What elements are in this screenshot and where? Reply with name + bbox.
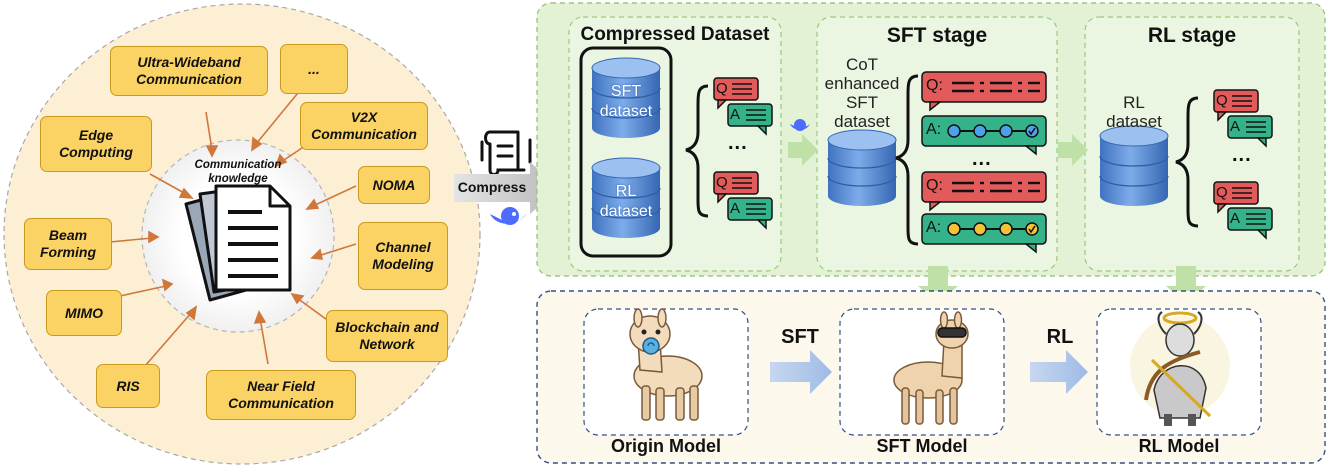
rl-arrow [1030, 350, 1088, 394]
q-letter: Q [716, 174, 728, 191]
q-letter: Q: [926, 177, 943, 194]
rl-model-label: RL Model [1138, 436, 1220, 456]
topic-v2x: V2X Communication [300, 102, 428, 150]
chat-bubbles-sft [921, 71, 1047, 254]
rl-arrow-label: RL [1046, 326, 1074, 348]
q-letter: Q [1216, 92, 1228, 109]
topic-edge-computing: Edge Computing [40, 116, 152, 172]
compress-label: Compress [457, 179, 527, 195]
sft-dataset-label: SFT dataset [599, 83, 653, 120]
sft-model-label: SFT Model [876, 436, 968, 456]
rl-dataset-cylinder [591, 157, 661, 238]
topic-ultra-wideband: Ultra-Wideband Communication [110, 46, 268, 96]
rl-dataset-label: RL dataset [599, 183, 653, 220]
bubble-lines-rl [1232, 95, 1266, 225]
a-letter: A [730, 200, 741, 217]
document-stack-icon [184, 184, 292, 302]
origin-model-label: Origin Model [611, 436, 721, 456]
q-letter: Q [1216, 184, 1228, 201]
topic-beam-forming: Beam Forming [24, 218, 112, 270]
q-letter: Q [716, 80, 728, 97]
cot-sft-dataset-label: CoT enhanced SFT dataset [824, 55, 900, 131]
a-letter: A [1230, 118, 1241, 135]
ellipsis: ... [728, 132, 748, 154]
communication-knowledge-label: Communication knowledge [194, 159, 282, 185]
topic-near-field: Near Field Communication [206, 370, 356, 420]
topic-channel-modeling: Channel Modeling [358, 222, 448, 290]
topic-blockchain: Blockchain and Network [326, 310, 448, 362]
topic-noma: NOMA [358, 166, 430, 204]
sft-dataset-cylinder [591, 57, 661, 138]
a-letter: A: [926, 219, 942, 236]
compress-arrow [454, 162, 560, 214]
origin-llama-icon [629, 308, 703, 421]
cot-chain-yellow [947, 222, 1039, 236]
sft-arrow-label: SFT [781, 326, 819, 348]
topic-mimo: MIMO [46, 290, 122, 336]
rl-stage-dataset-cylinder [1099, 125, 1169, 206]
rl-warrior-icon [1130, 311, 1230, 426]
compressed-dataset-title: Compressed Dataset [580, 24, 770, 45]
sft-arrow [770, 350, 832, 394]
small-whale-icon [790, 119, 810, 131]
topic-more: ... [280, 44, 348, 94]
topic-ris: RIS [96, 364, 160, 408]
rl-stage-title: RL stage [1147, 24, 1237, 47]
ellipsis: ... [972, 148, 992, 170]
q-letter: Q: [926, 77, 943, 94]
whale-logo-icon [490, 207, 526, 225]
a-letter: A [1230, 210, 1241, 227]
sft-stage-title: SFT stage [886, 24, 988, 47]
ellipsis: ... [1232, 144, 1252, 166]
scroll-icon [480, 130, 532, 176]
cot-chain-blue [947, 124, 1039, 138]
a-letter: A [730, 106, 741, 123]
sft-llama-icon [893, 311, 969, 425]
cot-sft-dataset-cylinder [827, 129, 897, 206]
sft-question-dashes [952, 81, 1040, 193]
rl-stage-dataset-label: RL dataset [1106, 93, 1162, 131]
bubble-lines-compressed [732, 83, 766, 215]
curly-braces [685, 74, 1199, 246]
a-letter: A: [926, 121, 942, 138]
